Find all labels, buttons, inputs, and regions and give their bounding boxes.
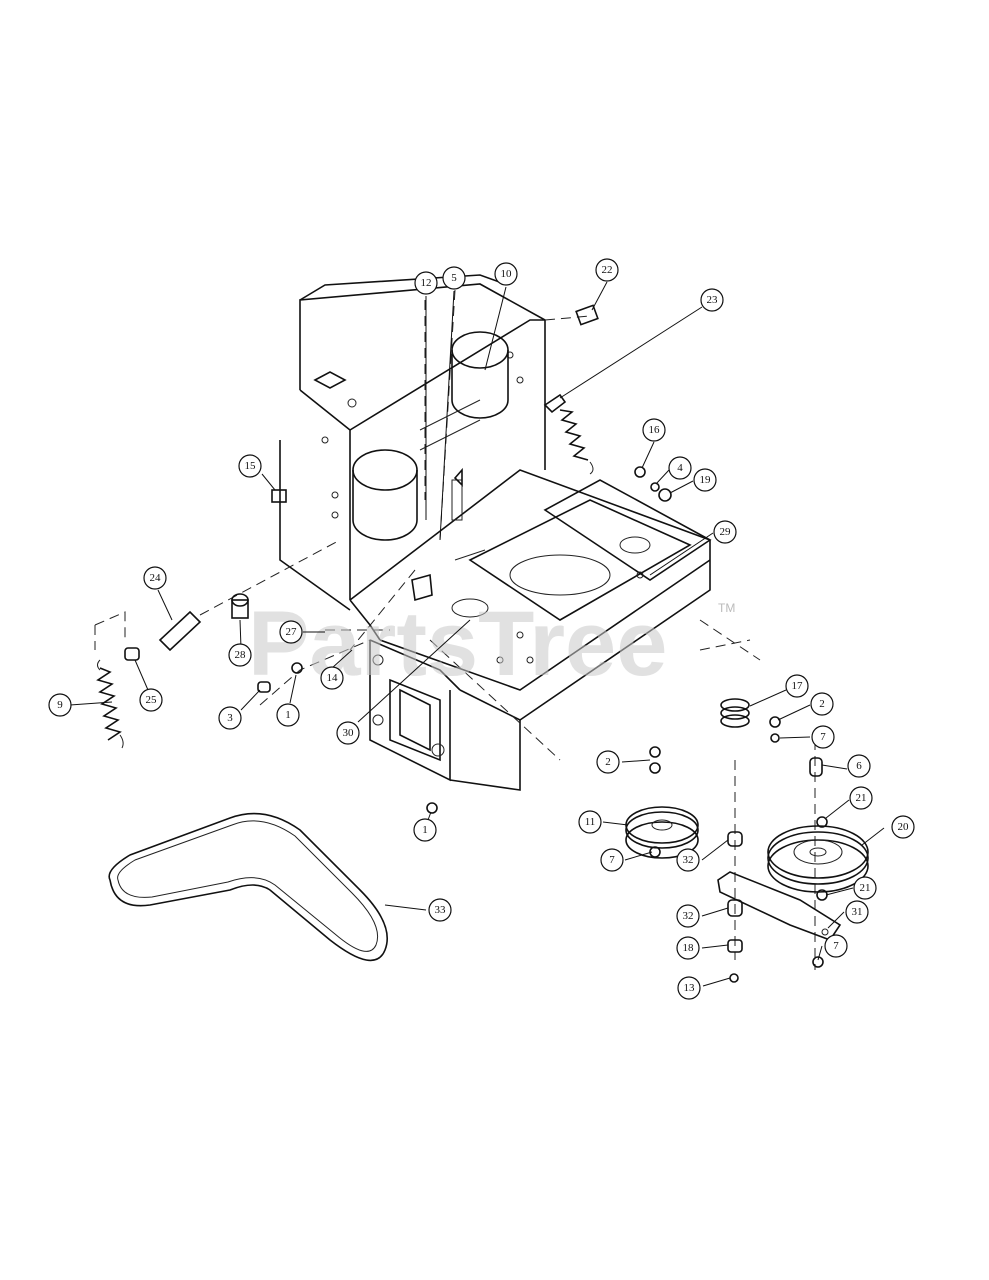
leader-lines <box>69 281 885 987</box>
callout-label: 11 <box>585 816 596 828</box>
idler-arm-31 <box>717 871 842 941</box>
callout-19: 19 <box>693 468 717 492</box>
callout-label: 27 <box>286 626 298 638</box>
callout-28: 28 <box>228 643 252 667</box>
callout-label: 19 <box>700 474 712 486</box>
watermark-brand: PartsTree <box>248 593 667 695</box>
hardware <box>124 304 828 983</box>
callout-24: 24 <box>143 566 167 590</box>
callout-2: 2 <box>810 692 834 716</box>
callout-3: 3 <box>218 706 242 730</box>
callout-7: 7 <box>600 848 624 872</box>
callout-label: 2 <box>819 698 825 710</box>
callout-label: 1 <box>285 709 291 721</box>
callout-label: 4 <box>677 462 683 474</box>
callout-31: 31 <box>845 900 869 924</box>
chassis-frame <box>279 274 712 791</box>
callout-1: 1 <box>413 818 437 842</box>
spring-23 <box>543 393 594 475</box>
callout-6: 6 <box>847 754 871 778</box>
callout-label: 1 <box>422 824 428 836</box>
callout-9: 9 <box>48 693 72 717</box>
callout-label: 30 <box>343 727 355 739</box>
callout-label: 14 <box>327 672 339 684</box>
callout-21: 21 <box>849 786 873 810</box>
callout-label: 9 <box>57 699 63 711</box>
callout-label: 25 <box>146 694 158 706</box>
callout-label: 29 <box>720 526 732 538</box>
callout-32: 32 <box>676 848 700 872</box>
callout-1: 1 <box>276 703 300 727</box>
callout-label: 2 <box>605 756 611 768</box>
callout-label: 20 <box>898 821 910 833</box>
callout-label: 17 <box>792 680 804 692</box>
callout-33: 33 <box>428 898 452 922</box>
callout-5: 5 <box>442 266 466 290</box>
callout-label: 6 <box>856 760 862 772</box>
spring-9 <box>96 659 124 749</box>
callout-label: 3 <box>227 712 233 724</box>
callout-label: 7 <box>609 854 615 866</box>
callout-label: 33 <box>435 904 447 916</box>
callout-20: 20 <box>891 815 915 839</box>
callout-label: 16 <box>649 424 661 436</box>
callout-17: 17 <box>785 674 809 698</box>
callout-10: 10 <box>494 262 518 286</box>
callout-13: 13 <box>677 976 701 1000</box>
callout-16: 16 <box>642 418 666 442</box>
callout-14: 14 <box>320 666 344 690</box>
callout-label: 32 <box>683 910 694 922</box>
callout-18: 18 <box>676 936 700 960</box>
callout-label: 5 <box>451 272 457 284</box>
callout-label: 15 <box>245 460 257 472</box>
callout-22: 22 <box>595 258 619 282</box>
callout-27: 27 <box>279 620 303 644</box>
callout-29: 29 <box>713 520 737 544</box>
callout-15: 15 <box>238 454 262 478</box>
callout-12: 12 <box>414 271 438 295</box>
callout-32: 32 <box>676 904 700 928</box>
callout-21: 21 <box>853 876 877 900</box>
callout-11: 11 <box>578 810 602 834</box>
callout-7: 7 <box>824 934 848 958</box>
callout-label: 12 <box>421 277 432 289</box>
callout-label: 22 <box>602 264 613 276</box>
callout-25: 25 <box>139 688 163 712</box>
idler-pulley-11 <box>625 806 699 859</box>
callout-label: 24 <box>150 572 162 584</box>
callout-7: 7 <box>811 725 835 749</box>
callout-label: 10 <box>501 268 513 280</box>
callout-label: 31 <box>852 906 863 918</box>
callout-label: 7 <box>833 940 839 952</box>
callout-30: 30 <box>336 721 360 745</box>
callout-23: 23 <box>700 288 724 312</box>
spring-17 <box>720 698 750 728</box>
callout-label: 23 <box>707 294 719 306</box>
callout-label: 32 <box>683 854 694 866</box>
callout-label: 28 <box>235 649 247 661</box>
pulley-20 <box>767 825 869 893</box>
callout-label: 21 <box>856 792 867 804</box>
callout-label: 7 <box>820 731 826 743</box>
watermark-trademark: TM <box>718 601 735 615</box>
callout-2: 2 <box>596 750 620 774</box>
callout-label: 18 <box>683 942 695 954</box>
callout-label: 13 <box>684 982 696 994</box>
belt-33 <box>108 812 389 962</box>
watermark: PartsTree TM <box>248 593 735 695</box>
callout-4: 4 <box>668 456 692 480</box>
callout-label: 21 <box>860 882 871 894</box>
